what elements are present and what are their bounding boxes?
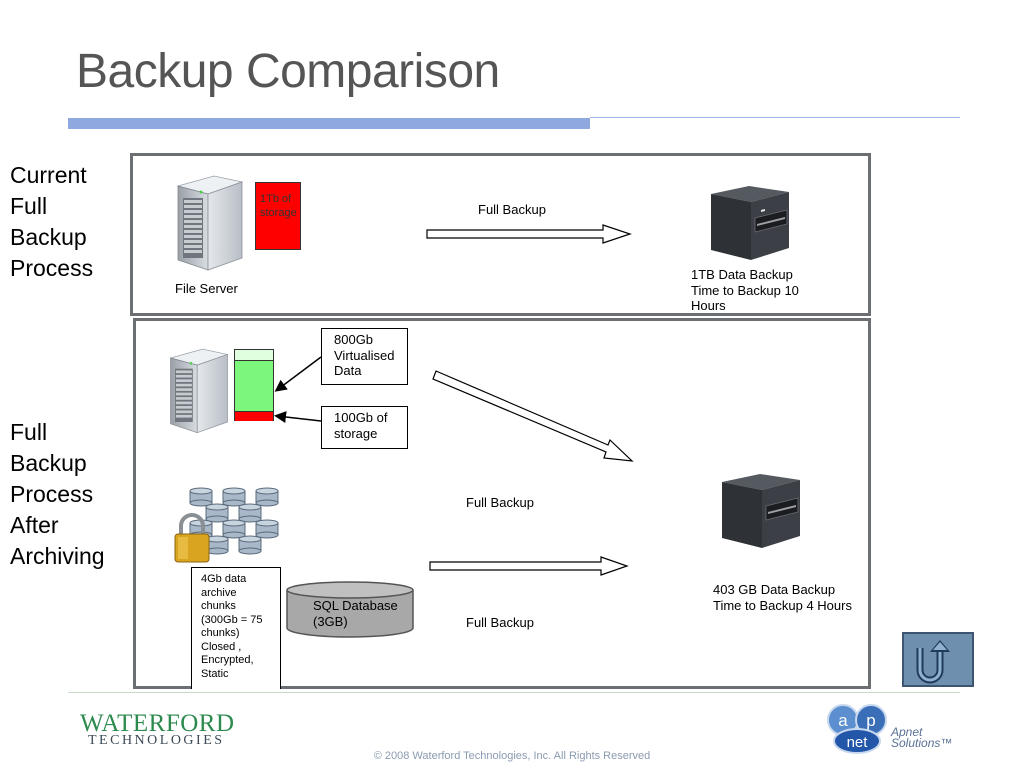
return-button[interactable] xyxy=(902,632,974,687)
backup-summary-top: 1TB Data Backup Time to Backup 10 Hours xyxy=(691,267,799,313)
file-server-icon xyxy=(176,175,244,271)
full-backup-label-bottom: Full Backup xyxy=(466,615,534,630)
backup-summary-bottom: 403 GB Data Backup Time to Backup 4 Hour… xyxy=(713,582,852,613)
after-archiving-label: Full Backup Process After Archiving xyxy=(10,419,105,569)
database-cylinder-icon xyxy=(286,581,414,638)
svg-text:a: a xyxy=(838,711,848,730)
svg-text:p: p xyxy=(866,711,875,730)
remaining-storage-segment xyxy=(235,411,273,421)
callout-pointer-arrows xyxy=(274,356,322,423)
tape-drive-icon xyxy=(722,474,800,548)
title-underline-thin xyxy=(590,117,960,118)
file-server-icon xyxy=(169,348,229,434)
apnet-logo-text: Apnet Solutions™ xyxy=(891,725,953,750)
storage-block-split xyxy=(234,349,274,421)
tape-drive-icon xyxy=(711,186,789,260)
footer-divider xyxy=(68,692,960,693)
sql-database-label: SQL Database (3GB) xyxy=(313,598,398,629)
file-server-label: File Server xyxy=(175,281,238,296)
full-backup-arrow-top xyxy=(426,224,632,244)
locked-archive-icon xyxy=(174,487,279,563)
full-backup-arrow-diagonal xyxy=(432,370,634,462)
storage-1tb-label: 1Tb of storage xyxy=(260,193,297,219)
apnet-logo-icon: a p net xyxy=(827,704,887,754)
waterford-logo-wordmark: WATERFORD xyxy=(80,710,235,737)
archive-chunks-callout: 4Gb data archive chunks (300Gb = 75 chun… xyxy=(191,567,281,689)
current-process-label: Current Full Backup Process xyxy=(10,162,94,281)
storage-block-1tb xyxy=(255,182,301,250)
virtualised-data-segment xyxy=(235,361,273,411)
title-underline-accent xyxy=(68,118,590,129)
full-backup-label-mid: Full Backup xyxy=(466,495,534,510)
copyright-text: © 2008 Waterford Technologies, Inc. All … xyxy=(373,750,651,762)
page-title: Backup Comparison xyxy=(76,45,500,98)
storage-callout: 100Gb of storage xyxy=(321,406,408,449)
waterford-logo-subtitle: TECHNOLOGIES xyxy=(88,733,225,748)
svg-text:net: net xyxy=(847,734,869,751)
full-backup-arrow-middle xyxy=(429,556,629,576)
full-backup-label-top: Full Backup xyxy=(478,202,546,217)
return-arrow-icon xyxy=(916,640,950,684)
virtualised-data-callout: 800Gb Virtualised Data xyxy=(321,328,408,385)
